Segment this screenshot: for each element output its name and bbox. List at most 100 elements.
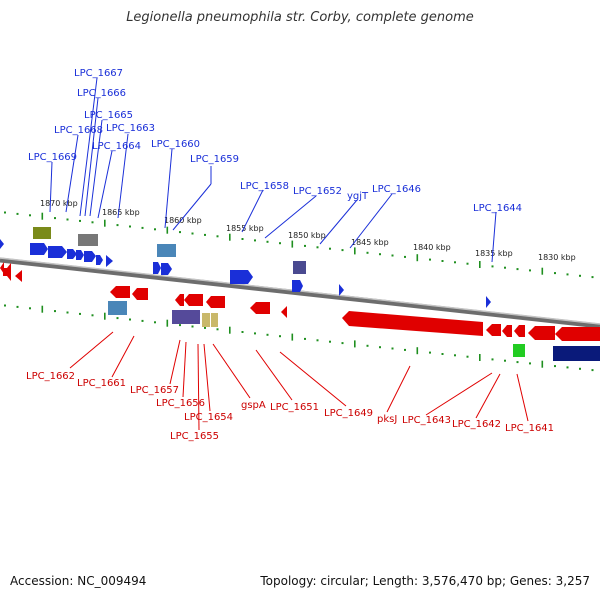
- gene-arrow: [339, 284, 344, 296]
- scale-label-1840: 1840 kbp: [413, 243, 451, 252]
- feature-boxes: [33, 227, 600, 361]
- scale-tick: [504, 359, 506, 362]
- gene-label-lpc-1664[interactable]: LPC_1664: [92, 141, 141, 152]
- scale-label-1860: 1860 kbp: [164, 216, 202, 225]
- scale-tick: [254, 239, 256, 242]
- gene-label-lpc-1660[interactable]: LPC_1660: [151, 139, 200, 150]
- scale-tick: [179, 231, 181, 234]
- scale-tick: [379, 253, 381, 256]
- scale-tick: [4, 211, 6, 214]
- scale-tick: [529, 362, 531, 365]
- scale-tick: [266, 333, 269, 336]
- scale-tick: [429, 258, 431, 261]
- scale-tick: [279, 335, 281, 338]
- gene-label-lpc-1654[interactable]: LPC_1654: [184, 412, 233, 423]
- scale-label-1830: 1830 kbp: [538, 253, 576, 262]
- gene-arrow: [84, 251, 96, 262]
- scale-tick: [66, 311, 69, 314]
- gene-label-lpc-1651[interactable]: LPC_1651: [270, 402, 319, 413]
- scale-tick: [41, 305, 44, 313]
- gene-label-lpc-1652[interactable]: LPC_1652: [293, 186, 342, 197]
- gene-label-lpc-1657[interactable]: LPC_1657: [130, 385, 179, 396]
- scale-tick: [304, 244, 306, 247]
- gene-label-lpc-1658[interactable]: LPC_1658: [240, 181, 289, 192]
- scale-tick: [191, 325, 194, 328]
- gene-label-lpc-1643[interactable]: LPC_1643: [402, 415, 451, 426]
- scale-tick: [516, 268, 519, 271]
- gene-label-lpc-1669[interactable]: LPC_1669: [28, 152, 77, 163]
- scale-tick: [104, 219, 106, 227]
- gene-label-lpc-1667[interactable]: LPC_1667: [74, 68, 123, 79]
- scale-tick: [554, 272, 556, 275]
- scale-tick: [229, 326, 231, 334]
- gene-label-pksj[interactable]: pksJ: [377, 414, 397, 425]
- scale-tick: [254, 332, 256, 335]
- genome-backbone: [0, 257, 600, 329]
- gene-arrow: [30, 243, 48, 255]
- genome-summary-text: Topology: circular; Length: 3,576,470 bp…: [260, 574, 590, 588]
- scale-tick: [66, 218, 69, 221]
- gene-label-lpc-1656[interactable]: LPC_1656: [156, 398, 205, 409]
- scale-tick: [479, 354, 481, 361]
- scale-tick: [441, 353, 444, 355]
- scale-tick: [479, 261, 481, 268]
- scale-tick: [191, 232, 194, 235]
- gene-label-lpc-1646[interactable]: LPC_1646: [372, 184, 421, 195]
- gene-arrow: [486, 296, 491, 308]
- scale-tick: [116, 224, 119, 227]
- gene-arrow: [132, 288, 148, 300]
- scale-tick: [404, 255, 406, 258]
- gene-arrow: [175, 294, 184, 306]
- scale-tick: [579, 367, 581, 370]
- gene-arrow: [281, 306, 287, 318]
- gene-label-ygjt[interactable]: ygjT: [347, 191, 369, 202]
- gene-label-lpc-1644[interactable]: LPC_1644: [473, 203, 522, 214]
- gene-arrow: [528, 326, 555, 340]
- gene-label-lpc-1659[interactable]: LPC_1659: [190, 154, 239, 165]
- gene-label-lpc-1665[interactable]: LPC_1665: [84, 110, 133, 121]
- scale-tick: [29, 307, 31, 310]
- gene-arrow: [292, 280, 303, 292]
- gene-label-lpc-1655[interactable]: LPC_1655: [170, 431, 219, 442]
- gene-label-gspa[interactable]: gspA: [241, 400, 266, 411]
- scale-tick: [266, 240, 269, 243]
- gene-arrow: [342, 311, 483, 336]
- gene-label-lpc-1661[interactable]: LPC_1661: [77, 378, 126, 389]
- accession-text: Accession: NC_009494: [10, 574, 147, 588]
- scale-tick: [529, 269, 531, 272]
- scale-tick: [491, 358, 494, 361]
- scale-tick: [79, 312, 81, 315]
- scale-tick: [229, 233, 231, 241]
- scale-tick: [454, 261, 456, 264]
- scale-tick: [354, 340, 356, 348]
- feature-box: [172, 310, 200, 324]
- gene-label-lpc-1641[interactable]: LPC_1641: [505, 423, 554, 434]
- gene-arrow: [106, 255, 113, 267]
- scale-tick: [366, 251, 369, 254]
- reverse-genes: [0, 262, 600, 341]
- gene-label-lpc-1649[interactable]: LPC_1649: [324, 408, 373, 419]
- scale-tick: [154, 321, 156, 324]
- scale-label-1845: 1845 kbp: [351, 238, 389, 247]
- gene-label-lpc-1663[interactable]: LPC_1663: [106, 123, 155, 134]
- gene-arrow: [15, 270, 22, 282]
- gene-label-lpc-1666[interactable]: LPC_1666: [77, 88, 126, 99]
- scale-tick: [454, 354, 456, 357]
- scale-tick: [204, 233, 206, 236]
- scale-tick: [154, 228, 156, 231]
- scale-tick: [341, 249, 344, 252]
- scale-tick: [129, 318, 131, 321]
- scale-tick: [554, 365, 556, 368]
- scale-tick: [79, 219, 81, 222]
- feature-box: [211, 313, 218, 327]
- gene-arrow: [153, 262, 161, 274]
- scale-tick: [216, 235, 219, 238]
- gene-label-lpc-1642[interactable]: LPC_1642: [452, 419, 501, 430]
- scale-tick: [291, 333, 294, 341]
- gene-label-lpc-1668[interactable]: LPC_1668: [54, 125, 103, 136]
- gene-arrow: [230, 270, 253, 284]
- feature-box: [553, 346, 600, 361]
- gene-arrow: [96, 255, 103, 265]
- gene-label-lpc-1662[interactable]: LPC_1662: [26, 371, 75, 382]
